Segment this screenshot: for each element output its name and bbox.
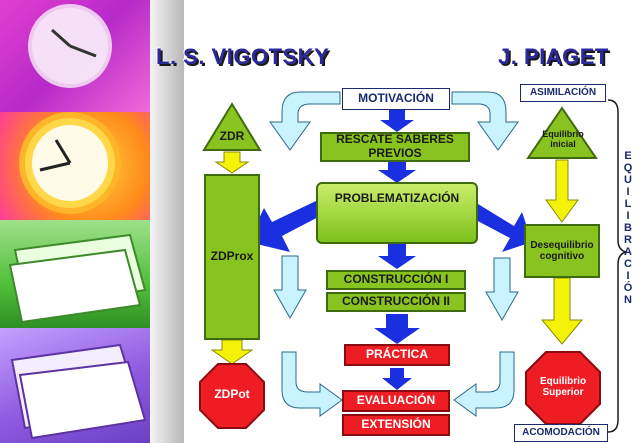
equilibracion-letter: R	[624, 234, 632, 246]
practica-box: PRÁCTICA	[344, 344, 450, 366]
equilibracion-letter: I	[626, 186, 630, 198]
equilibracion-letter: C	[624, 258, 632, 270]
yellow-arrow-zdprox	[210, 339, 254, 365]
title-vigotsky: L. S. VIGOTSKY	[156, 44, 330, 69]
arrow-down-evaluacion	[382, 368, 412, 390]
zdprox-box: ZDProx	[204, 174, 260, 340]
arrow-diagonal-right	[472, 204, 532, 252]
curve-arrow-right	[451, 91, 519, 151]
construccion-1-box: CONSTRUCCIÓN I	[326, 270, 466, 290]
asimilacion-box: ASIMILACIÓN	[520, 84, 606, 102]
cyan-arrow-right	[485, 257, 519, 322]
rescate-box: RESCATE SABERES PREVIOS	[320, 132, 470, 162]
equilibracion-brace	[607, 99, 627, 433]
problematizacion-box: PROBLEMATIZACIÓN	[316, 182, 478, 244]
arrow-down-problema	[378, 160, 416, 183]
yellow-arrow-inicial	[545, 159, 579, 223]
strip-divider	[150, 0, 184, 443]
equilibracion-letter: Q	[623, 162, 633, 174]
equilibrio-inicial-triangle	[526, 106, 598, 159]
paper-stack-icon	[8, 233, 147, 324]
equilibrio-inicial-label: Equilibrio inicial	[542, 128, 584, 149]
arrow-diagonal-left	[248, 200, 324, 252]
extension-box: EXTENSIÓN	[342, 414, 450, 436]
equilibracion-letter: N	[624, 294, 632, 306]
construccion-2-box: CONSTRUCCIÓN II	[326, 292, 466, 312]
acomodacion-box: ACOMODACIÓN	[514, 424, 608, 442]
curve-arrow-bottom-left	[281, 351, 343, 417]
cyan-arrow-left	[273, 255, 307, 320]
equilibracion-letter: I	[626, 270, 630, 282]
equilibracion-letter: U	[624, 174, 632, 186]
evaluacion-box: EVALUACIÓN	[342, 390, 450, 412]
arrow-down-practica	[374, 314, 420, 344]
equilibracion-letter: B	[624, 222, 632, 234]
zdpot-octagon	[199, 363, 265, 429]
alarm-clock-icon	[19, 112, 121, 214]
equilibracion-letter: I	[626, 210, 630, 222]
yellow-arrow-desequilibrio	[540, 277, 584, 345]
yellow-arrow-zdr	[214, 151, 250, 174]
title-piaget: J. PIAGET	[498, 44, 609, 69]
equilibrio-superior-label: Equilibrio Superior	[539, 375, 587, 399]
zdr-label: ZDR	[219, 129, 245, 144]
paper-pile-icon	[10, 343, 147, 440]
arrow-down-construccion	[378, 244, 416, 269]
equilibracion-letter: Ó	[623, 282, 633, 294]
zdr-triangle	[202, 102, 262, 151]
desequilibrio-box: Desequilibrio cognitivo	[524, 224, 600, 278]
clock-icon	[28, 4, 112, 88]
equilibracion-vertical-label: E Q U I L I B R A C I Ó N	[620, 150, 636, 306]
equilibracion-letter: L	[624, 198, 632, 210]
curve-arrow-bottom-right	[453, 351, 515, 417]
equilibracion-letter: A	[624, 246, 632, 258]
motivacion-box: MOTIVACIÓN	[342, 88, 450, 110]
equilibracion-letter: E	[624, 150, 632, 162]
zdpot-label: ZDPot	[214, 387, 250, 402]
arrow-down-rescate	[380, 110, 414, 132]
curve-arrow-left	[269, 91, 341, 151]
